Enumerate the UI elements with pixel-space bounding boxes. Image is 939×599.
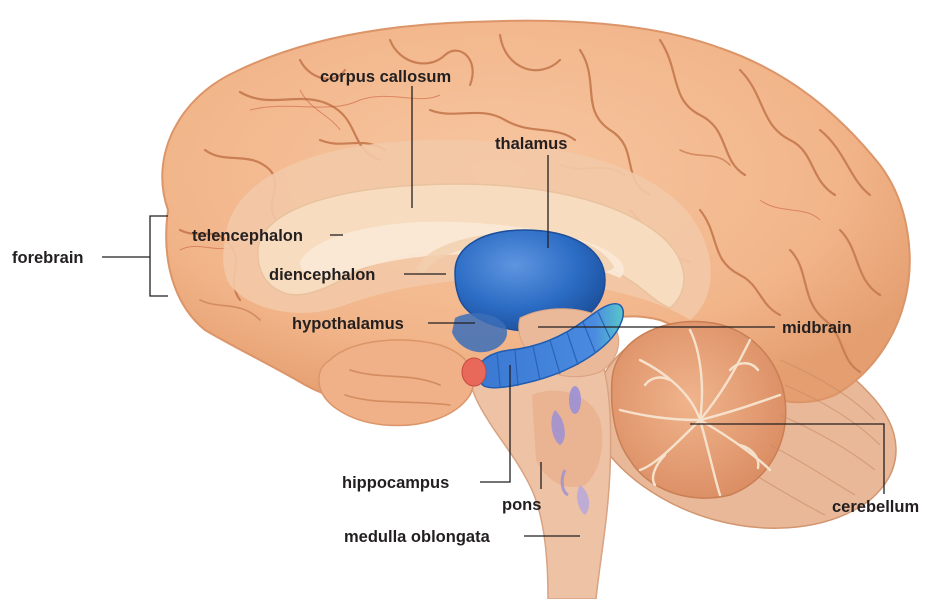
label-hippocampus: hippocampus	[342, 474, 449, 492]
label-medulla-oblongata: medulla oblongata	[344, 528, 491, 546]
label-hypothalamus: hypothalamus	[292, 315, 404, 333]
label-cerebellum: cerebellum	[832, 498, 919, 516]
label-corpus-callosum: corpus callosum	[320, 68, 451, 86]
label-telencephalon: telencephalon	[192, 227, 303, 245]
label-forebrain: forebrain	[12, 249, 84, 267]
label-pons: pons	[502, 496, 541, 514]
temporal-lobe-shape	[319, 340, 474, 426]
label-midbrain: midbrain	[782, 319, 852, 337]
label-thalamus: thalamus	[495, 135, 567, 153]
label-diencephalon: diencephalon	[269, 266, 375, 284]
forebrain-bracket	[150, 216, 168, 296]
amygdala-shape	[462, 358, 486, 386]
cerebellum-shape	[612, 322, 786, 499]
